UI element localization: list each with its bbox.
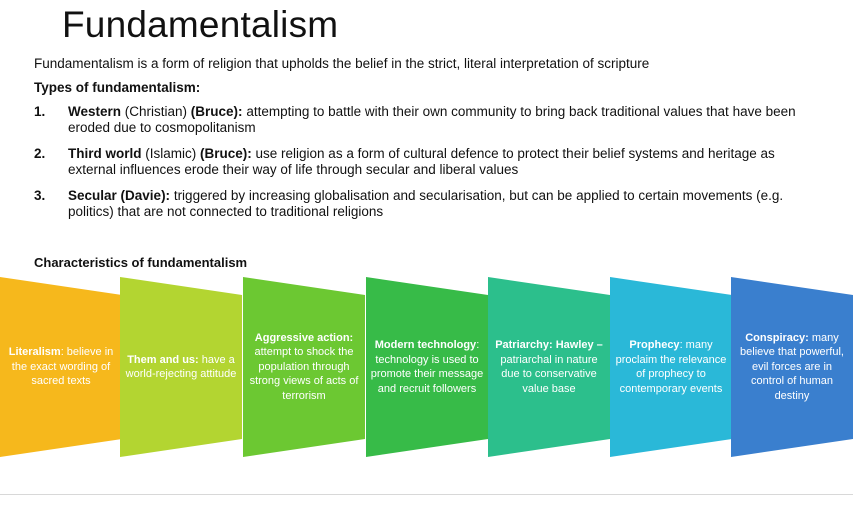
chevron-text: : believe in the exact wording of sacred…: [11, 346, 114, 388]
bottom-divider: [0, 494, 853, 509]
chevron-patriarchy: Patriarchy: Hawley – patriarchal in natu…: [488, 277, 610, 457]
chevron-conspiracy: Conspiracy: many believe that powerful, …: [731, 277, 853, 457]
type-name: Third world: [68, 146, 142, 161]
types-list: 1. Western (Christian) (Bruce): attemptin…: [34, 104, 814, 230]
intro-text: Fundamentalism is a form of religion tha…: [34, 56, 650, 71]
chevron-modern-technology: Modern technology: technology is used to…: [366, 277, 488, 457]
chevron-text: have a world-rejecting attitude: [125, 353, 237, 381]
type-qualifier: (Islamic): [141, 146, 200, 161]
chevron-text: : technology is used to promote their me…: [370, 339, 484, 395]
chevron-text: many believe that powerful, evil forces …: [740, 331, 844, 402]
chevron-heading: Modern technology: [374, 339, 477, 351]
chevron-heading: Aggressive action:: [254, 331, 354, 344]
chevron-heading: Them and us:: [127, 353, 199, 366]
type-name: Western: [68, 104, 122, 119]
chevron-text: : many proclaim the relevance of prophec…: [615, 339, 727, 395]
chevron-literalism: Literalism: believe in the exact wording…: [0, 277, 122, 457]
chevron-prophecy: Prophecy: many proclaim the relevance of…: [610, 277, 732, 457]
chevron-text: attempt to shock the population through …: [249, 346, 359, 402]
chevron-them-and-us: Them and us: have a world-rejecting atti…: [120, 277, 242, 457]
type-thinker: (Davie):: [120, 188, 171, 203]
slide-title: Fundamentalism: [62, 4, 339, 45]
list-item: 3. Secular (Davie): triggered by increasi…: [34, 188, 814, 220]
type-description: triggered by increasing globalisation an…: [68, 188, 784, 219]
type-description: attempting to battle with their own comm…: [68, 104, 796, 135]
list-number: 1.: [34, 104, 46, 119]
chevron-heading: Literalism: [8, 346, 61, 359]
type-thinker: (Bruce):: [200, 146, 252, 161]
list-number: 3.: [34, 188, 46, 203]
list-item: 2. Third world (Islamic) (Bruce): use rel…: [34, 146, 814, 178]
chevron-heading: Conspiracy:: [745, 331, 809, 344]
type-qualifier: (Christian): [121, 104, 191, 119]
characteristics-chevrons: Literalism: believe in the exact wording…: [0, 277, 853, 457]
types-heading: Types of fundamentalism:: [34, 80, 201, 95]
list-number: 2.: [34, 146, 46, 161]
chevron-heading: Patriarchy: Hawley –: [495, 339, 603, 351]
chevron-text: patriarchal in nature due to conservativ…: [500, 353, 598, 395]
type-description: use religion as a form of cultural defen…: [68, 146, 775, 177]
characteristics-heading: Characteristics of fundamentalism: [34, 255, 248, 270]
type-name: Secular: [68, 188, 117, 203]
chevron-heading: Prophecy: [629, 339, 680, 351]
list-item: 1. Western (Christian) (Bruce): attemptin…: [34, 104, 814, 136]
type-thinker: (Bruce):: [190, 104, 243, 119]
chevron-aggressive-action: Aggressive action: attempt to shock the …: [243, 277, 365, 457]
